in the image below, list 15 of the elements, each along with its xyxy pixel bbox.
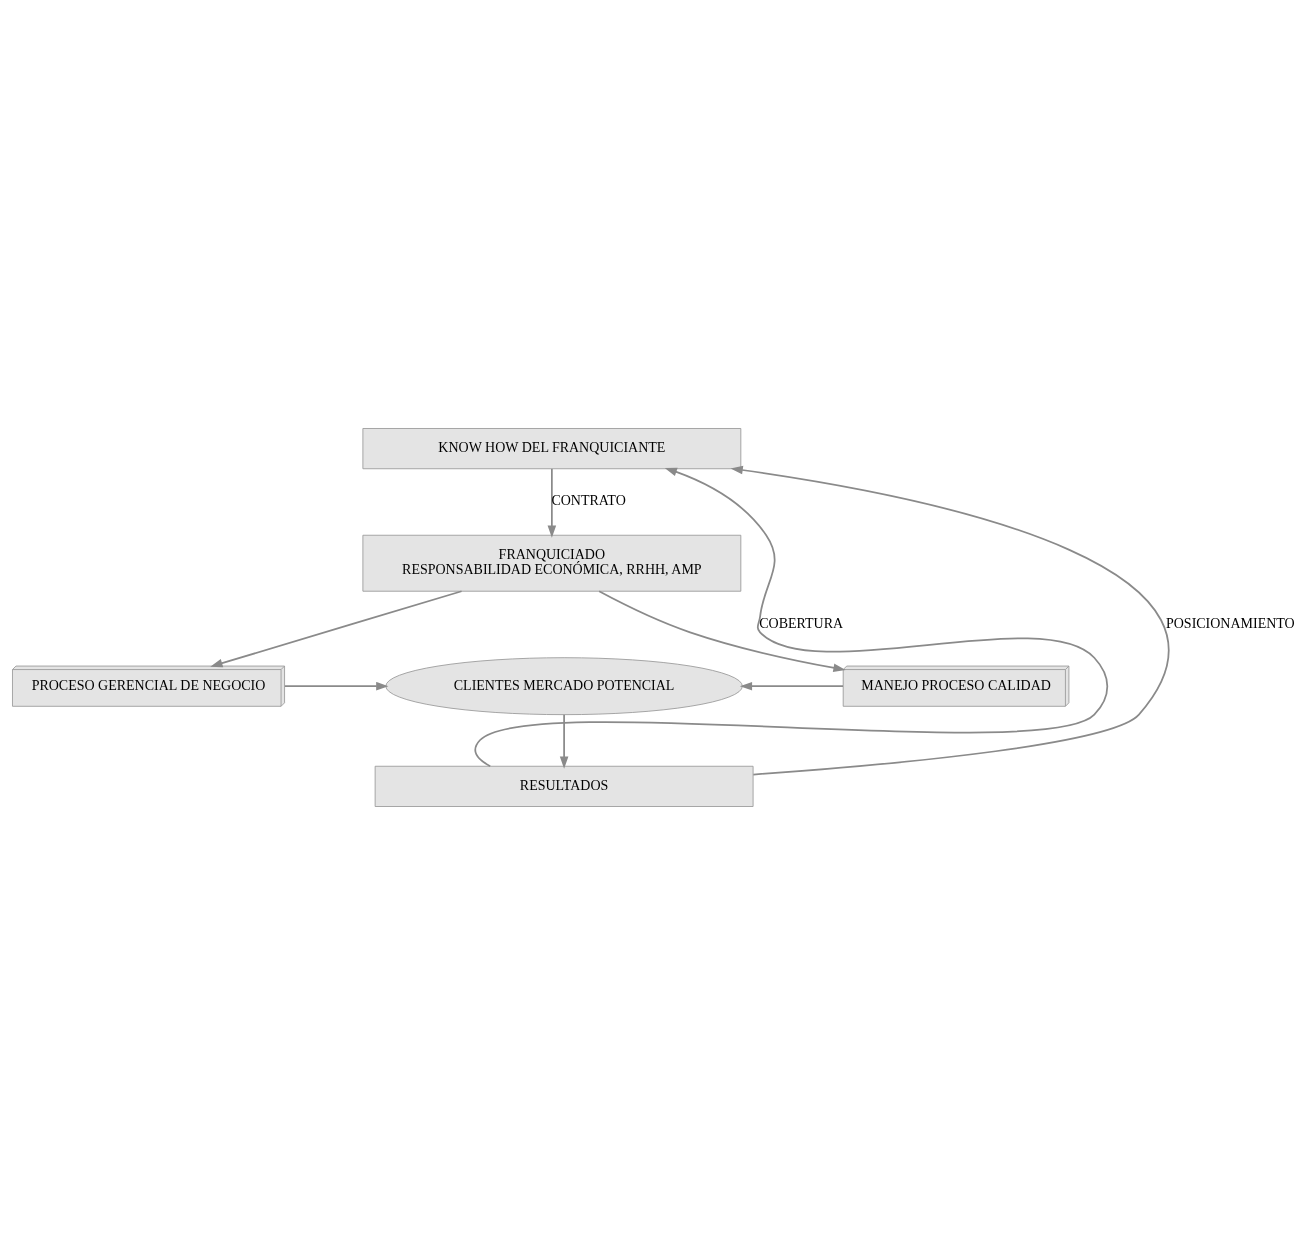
arrow (730, 465, 1170, 775)
node-box: FRANQUICIADO RESPONSABILIDAD ECONÓMICA, RRHH, AMP (362, 534, 742, 592)
arrow (210, 589, 463, 667)
arrow (547, 467, 557, 538)
arrow (598, 589, 846, 672)
edge-label: COBERTURA (759, 615, 844, 631)
arrow (284, 681, 389, 690)
arrow (739, 681, 844, 690)
node-box: KNOW HOW DEL FRANQUICIANTE (362, 427, 742, 469)
edge-label: POSICIONAMIENTO (1165, 615, 1295, 631)
node-box: RESULTADOS (374, 765, 754, 807)
arrow (474, 467, 1109, 767)
node-ellipse: CLIENTES MERCADO POTENCIAL (385, 656, 743, 715)
arrow (559, 713, 569, 769)
edge-label: CONTRATO (551, 492, 626, 508)
